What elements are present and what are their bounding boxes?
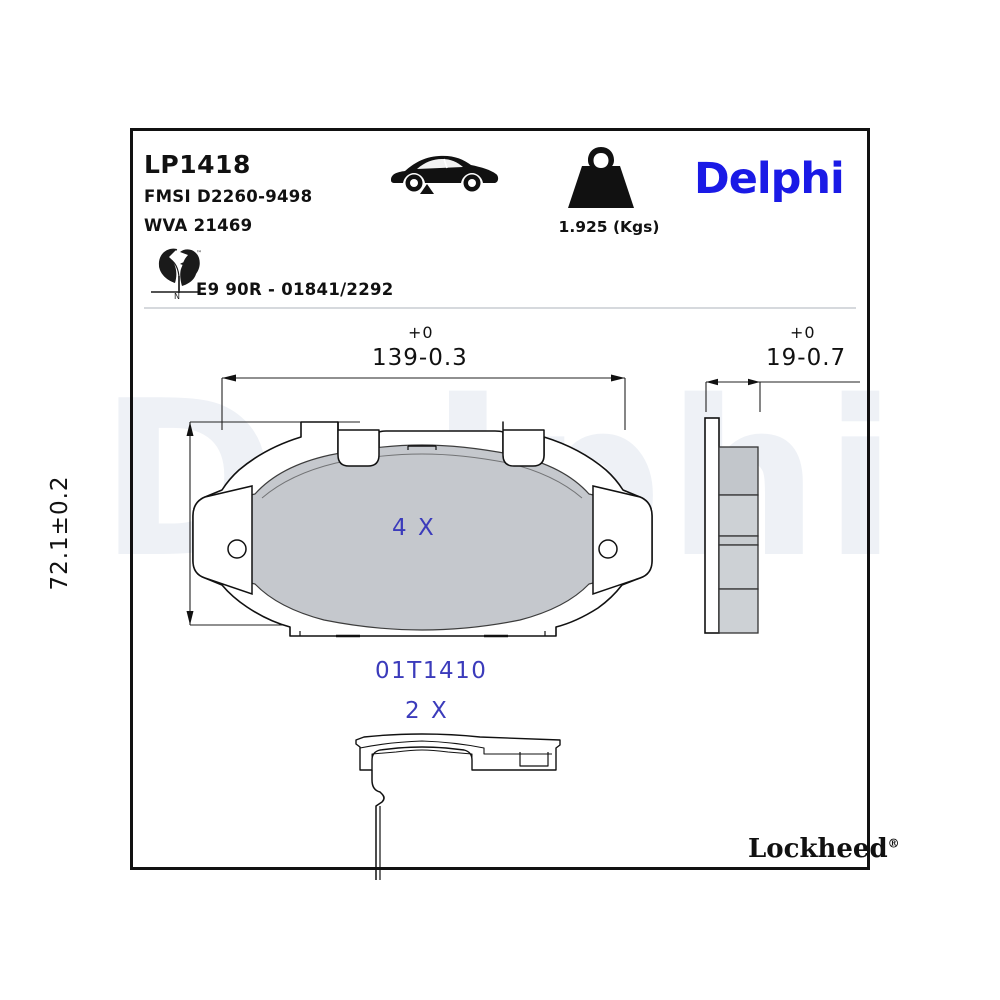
fmsi-code: FMSI D2260-9498 [144,187,313,206]
width-dimension-label: 139-0.3 [372,345,468,371]
wva-code: WVA 21469 [144,216,253,235]
header-divider [144,307,856,309]
accessory-part-number-label: 01T1410 [375,658,488,684]
pad-quantity-label: 4 X [392,515,436,541]
drawing-frame [130,128,870,870]
delphi-logo: Delphi [694,154,845,204]
weight-label: 1.925 (Kgs) [558,218,660,236]
brake-pad-front-view [192,421,653,638]
svg-text:N: N [174,292,180,300]
homologation-code: E9 90R - 01841/2292 [196,280,394,299]
lockheed-logo: Lockheed® [748,834,900,864]
brake-pad-side-view [704,417,759,634]
accessory-quantity-label: 2 X [405,698,449,724]
lockheed-logo-text: Lockheed [748,834,888,864]
car-side-icon [391,155,499,194]
width-tolerance-upper: +0 [408,323,434,342]
thickness-dimension-label: 19-0.7 [766,345,847,371]
weight-kettlebell-icon [568,147,634,208]
thickness-tolerance-upper: +0 [790,323,816,342]
eco-leaf-icon: N ™ [151,248,202,300]
svg-text:™: ™ [196,250,202,257]
weight-block: 1.925 (Kgs) [534,144,684,244]
page-title: LP1418 [144,150,251,179]
height-dimension-label: 72.1±0.2 [47,475,73,591]
accessory-clip [355,733,561,880]
header-block: LP1418 FMSI D2260-9498 WVA 21469 N ™ E9 … [144,142,856,308]
homologation-block: N ™ E9 90R - 01841/2292 [144,246,444,304]
registered-trademark-icon: ® [887,836,900,851]
